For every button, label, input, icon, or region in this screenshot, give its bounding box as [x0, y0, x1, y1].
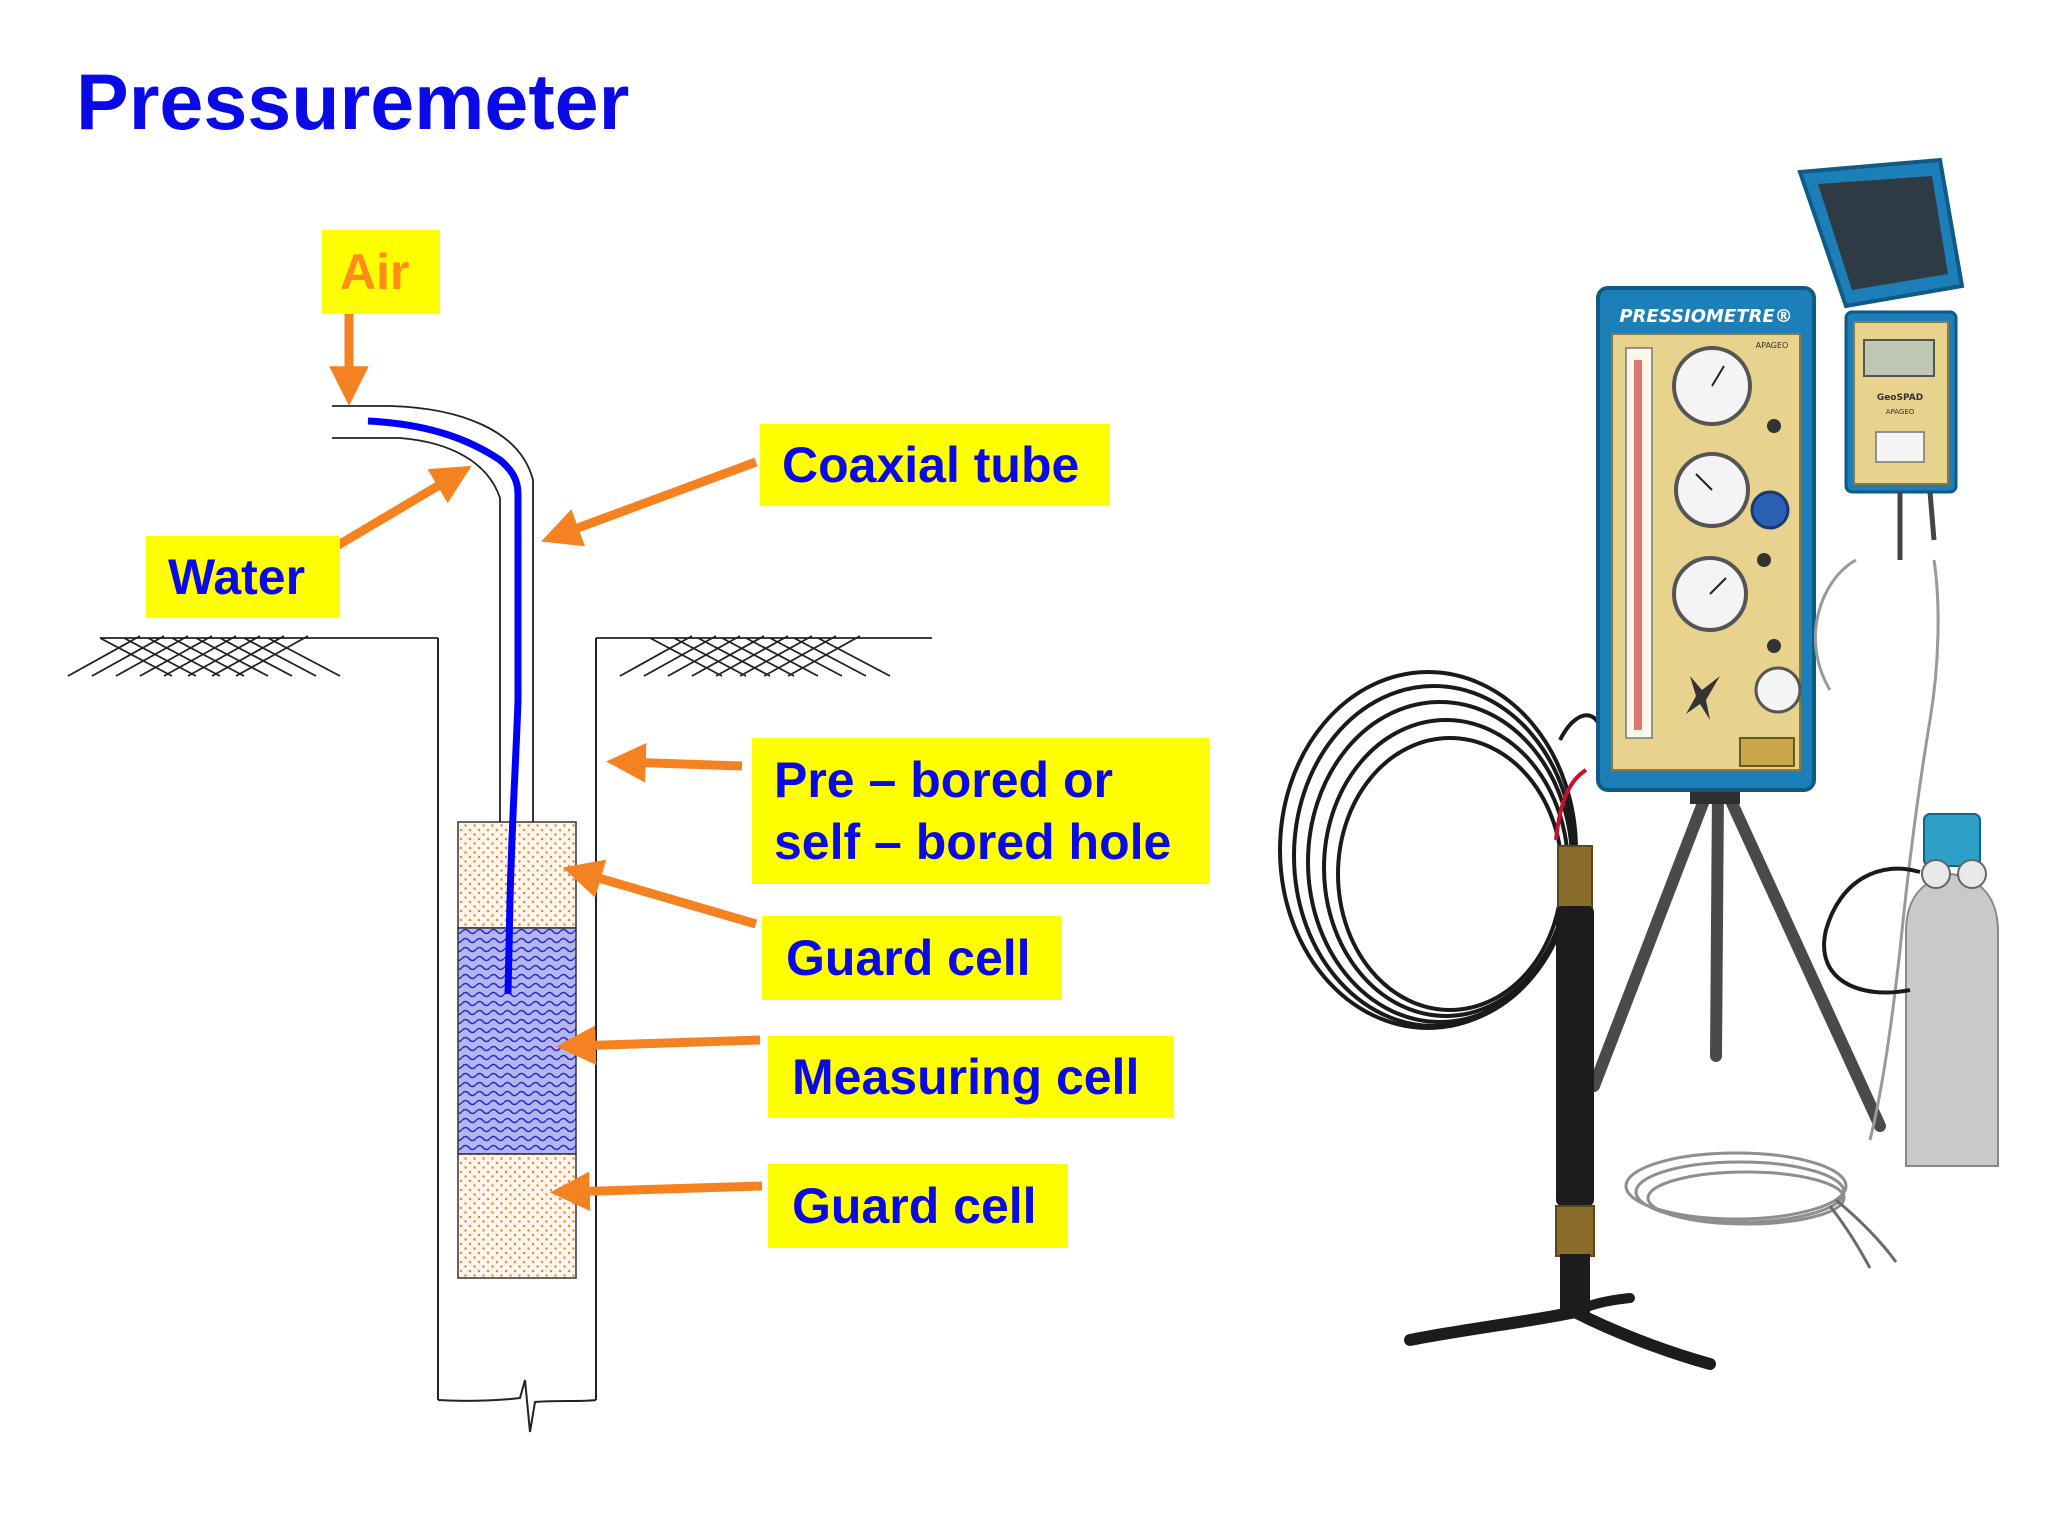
panel-maker: APAGEO: [1756, 341, 1789, 350]
cable-coil: [1278, 670, 1604, 1030]
recorder-brand: GeoSPAD: [1877, 393, 1923, 403]
guard-cell-bottom-body: [457, 1153, 577, 1279]
guard-cell-top-label: Guard cell: [762, 916, 1062, 1000]
pressuremeter-equipment-photo: PRESSIOMETRE® APAGEO GeoSPA: [1278, 157, 1999, 1370]
gas-bottle: [1822, 813, 1999, 1167]
air-label: Air: [322, 230, 440, 314]
water-arrow: [327, 465, 472, 554]
guard-cell-bottom-label: Guard cell: [768, 1164, 1068, 1248]
hole-label-line-2: self – bored hole: [774, 814, 1172, 870]
grey-cable-coil: [1624, 1151, 1898, 1269]
hole-label-line-1: Pre – bored or: [774, 752, 1113, 808]
panel-brand: PRESSIOMETRE®: [1619, 306, 1792, 327]
ground-hatch-left: [67, 635, 438, 677]
gauges: [1672, 346, 1802, 714]
pointer-arrows: [327, 302, 763, 1212]
coaxial-tube-label: Coaxial tube: [760, 424, 1110, 506]
guard-cell-bottom-arrow: [550, 1171, 763, 1212]
water-label: Water: [146, 536, 340, 618]
recorder-maker: APAGEO: [1886, 408, 1915, 416]
measuring-cell-arrow: [556, 1025, 761, 1066]
hole-arrow: [606, 743, 743, 783]
coaxial-tube: [332, 405, 534, 822]
hole-label: Pre – bored or self – bored hole: [752, 738, 1210, 884]
guard-cell-top-body: [457, 821, 577, 929]
tripod: [1588, 784, 1886, 1132]
guard-cell-top-arrow: [562, 859, 758, 929]
page-title: Pressuremeter: [76, 57, 630, 146]
borehole: [437, 638, 597, 1433]
water-line: [367, 417, 522, 995]
probe: [1404, 845, 1716, 1370]
ground-hatch-right: [596, 635, 932, 677]
coaxial-tube-arrow: [541, 457, 758, 547]
measuring-cell-body: [457, 927, 577, 1155]
measuring-cell-label: Measuring cell: [768, 1036, 1174, 1118]
